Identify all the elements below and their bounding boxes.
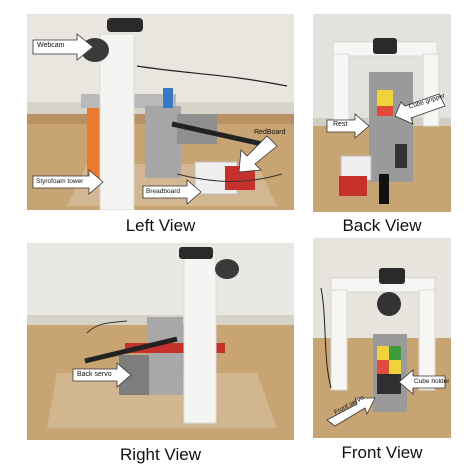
webcam-label: Webcam	[37, 42, 65, 49]
back-servo-label: Back servo	[77, 371, 112, 378]
left-view-caption: Left View	[125, 216, 196, 235]
redboard-label: RedBoard	[254, 129, 286, 136]
right-view-photo	[27, 243, 294, 440]
front-servo-callout	[326, 397, 376, 427]
right-view-caption: Right View	[120, 445, 201, 464]
front-view-panel: Front servo Cube holder	[313, 238, 451, 438]
gripper-callout	[394, 93, 446, 125]
cube-holder-callout	[398, 369, 446, 395]
cube-holder-label: Cube holder	[414, 378, 450, 385]
webcam-callout	[32, 33, 94, 61]
back-view-photo	[313, 14, 451, 212]
left-view-panel: Webcam RedBoard Styrofoam tower Breadboa…	[27, 14, 294, 210]
back-servo-callout	[72, 362, 132, 388]
breadboard-label: Breadboard	[146, 188, 180, 195]
tower-label: Styrofoam tower	[36, 178, 84, 185]
redboard-callout	[238, 135, 278, 173]
back-view-caption: Back View	[342, 216, 422, 235]
back-view-panel: Rest Cube gripper	[313, 14, 451, 212]
rest-label: Rest	[333, 121, 348, 128]
front-view-caption: Front View	[341, 443, 423, 462]
right-view-panel: Back servo	[27, 243, 294, 440]
tower-callout	[32, 169, 104, 195]
rest-callout	[326, 113, 370, 139]
left-view-photo	[27, 14, 294, 210]
breadboard-callout	[142, 179, 202, 205]
